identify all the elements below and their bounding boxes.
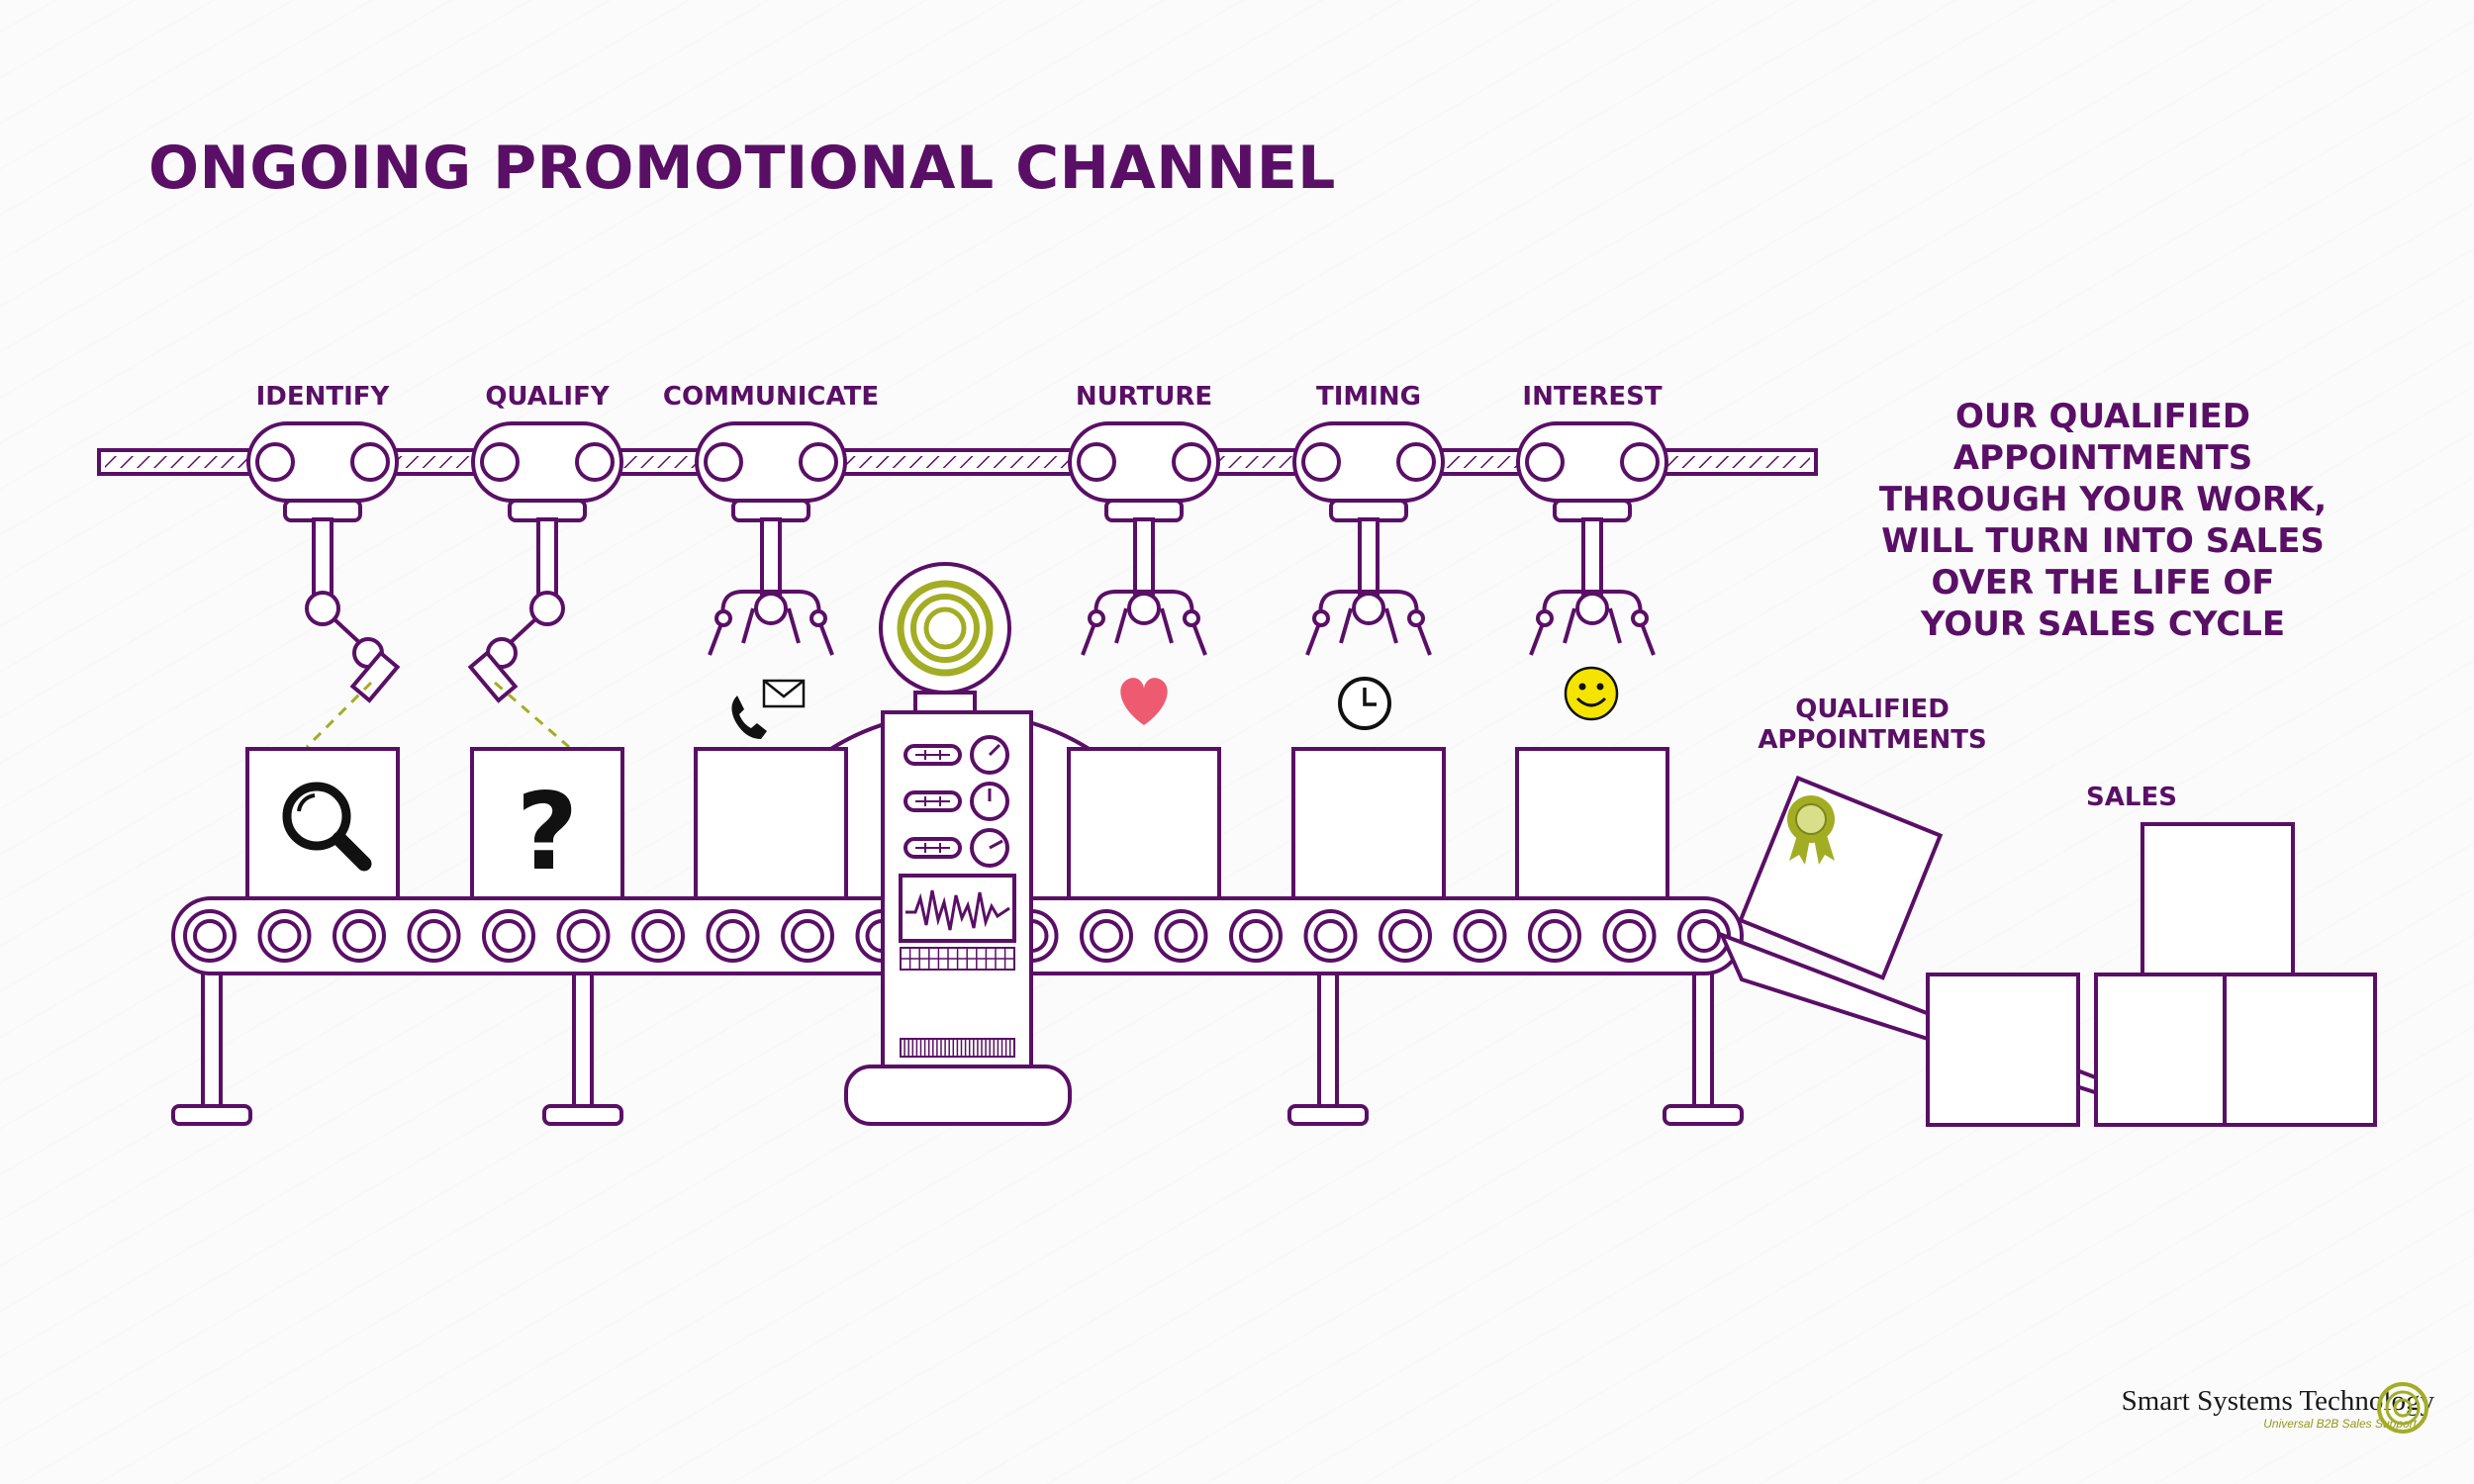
robot-claw-2 — [1081, 517, 1207, 656]
box-qualify — [470, 747, 624, 902]
qualified-appointments-label-line2: APPOINTMENTS — [1758, 725, 1986, 755]
trolley-6 — [1516, 421, 1668, 522]
robot-claw-4 — [1529, 517, 1656, 656]
stage-label-interest: INTEREST — [1522, 382, 1662, 412]
trolley-3 — [695, 421, 847, 522]
phone-and-envelope-icon — [731, 679, 806, 739]
sales-label: SALES — [2086, 783, 2177, 812]
summary-text: OUR QUALIFIED APPOINTMENTS THROUGH YOUR … — [1878, 397, 2328, 644]
trolley-5 — [1292, 421, 1445, 522]
box-communicate — [694, 747, 848, 902]
robot-claw-3 — [1305, 517, 1432, 656]
robot-arm-qualify — [467, 517, 570, 749]
box-timing — [1291, 747, 1446, 902]
trolley-group — [246, 421, 1668, 522]
page-title: ONGOING PROMOTIONAL CHANNEL — [148, 134, 1336, 203]
box-identify — [245, 747, 400, 902]
console-waveform — [905, 889, 1010, 931]
stage-label-identify: IDENTIFY — [256, 382, 391, 412]
box-interest — [1515, 747, 1669, 902]
brand-tagline: Universal B2B Sales Support — [2263, 1417, 2417, 1431]
robot-claw-group — [708, 517, 1656, 656]
stage-label-qualify: QUALIFY — [485, 382, 611, 412]
heart-icon — [1120, 678, 1168, 725]
console-monitor — [899, 874, 1016, 943]
brand-logo: Smart Systems Technology Universal B2B S… — [2098, 1385, 2434, 1431]
box-nurture — [1067, 747, 1221, 902]
conveyor-legs — [171, 958, 1744, 1126]
control-console — [844, 562, 1072, 1126]
brand-rings-icon — [2377, 1382, 2428, 1434]
robot-claw-1 — [708, 517, 834, 656]
award-ribbon-icon — [1787, 795, 1835, 865]
robot-arm-identify — [305, 517, 401, 749]
clock-icon — [1338, 677, 1391, 730]
stage-label-nurture: NURTURE — [1076, 382, 1212, 412]
smiley-icon — [1564, 666, 1619, 721]
sales-box-stack — [1926, 822, 2377, 1127]
stage-label-timing: TIMING — [1316, 382, 1421, 412]
qualified-appointment-box — [1738, 775, 1944, 980]
stage-label-communicate: COMMUNICATE — [663, 382, 879, 412]
question-mark-icon: ? — [517, 771, 579, 894]
magnifier-icon — [282, 782, 372, 872]
trolley-4 — [1068, 421, 1220, 522]
qualified-appointments-label-line1: QUALIFIED — [1795, 695, 1950, 724]
brand-name: Smart Systems Technology — [2121, 1385, 2434, 1417]
trolley-2 — [471, 421, 623, 522]
trolley-1 — [246, 421, 399, 522]
